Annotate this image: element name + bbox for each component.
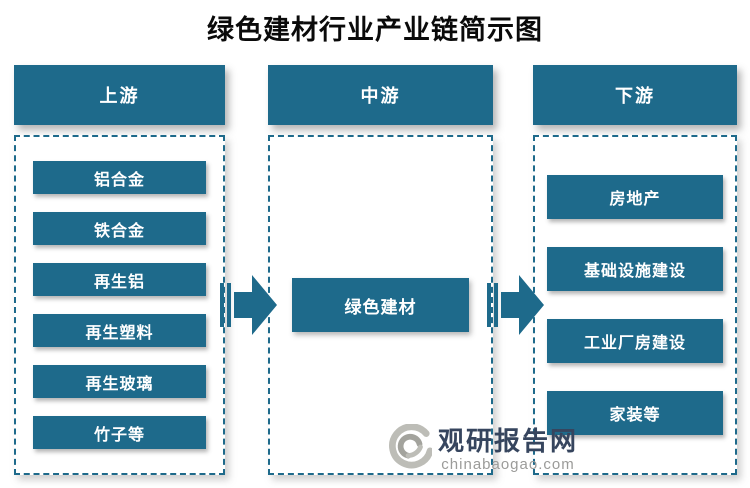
upstream-item-bamboo-etc: 竹子等 (33, 416, 206, 449)
arrow-upstream-to-midstream-icon (220, 273, 278, 337)
diagram-title: 绿色建材行业产业链简示图 (207, 14, 543, 45)
downstream-item-infrastructure: 基础设施建设 (547, 247, 723, 291)
upstream-item-recycled-plastic: 再生塑料 (33, 314, 206, 347)
downstream-container: 房地产 基础设施建设 工业厂房建设 家装等 (533, 135, 737, 475)
watermark-brand-name: 观研报告网 (438, 425, 579, 456)
downstream-items: 房地产 基础设施建设 工业厂房建设 家装等 (535, 137, 735, 473)
downstream-header: 下游 (533, 65, 737, 125)
midstream-container: 绿色建材 (268, 135, 493, 475)
upstream-container: 铝合金 铁合金 再生铝 再生塑料 再生玻璃 竹子等 (14, 135, 225, 475)
midstream-item-green-building-materials: 绿色建材 (292, 278, 469, 332)
upstream-item-ferroalloy: 铁合金 (33, 212, 206, 245)
upstream-item-recycled-glass: 再生玻璃 (33, 365, 206, 398)
upstream-header: 上游 (14, 65, 225, 125)
downstream-item-industrial-plants: 工业厂房建设 (547, 319, 723, 363)
upstream-item-recycled-aluminum: 再生铝 (33, 263, 206, 296)
midstream-header: 中游 (268, 65, 493, 125)
downstream-item-home-decoration: 家装等 (547, 391, 723, 435)
watermark-site-url: chinabaogao.com (441, 455, 575, 473)
arrow-midstream-to-downstream-icon (487, 273, 545, 337)
upstream-item-aluminum-alloy: 铝合金 (33, 161, 206, 194)
downstream-item-real-estate: 房地产 (547, 175, 723, 219)
upstream-items: 铝合金 铁合金 再生铝 再生塑料 再生玻璃 竹子等 (16, 137, 223, 473)
watermark: 观研报告网 chinabaogao.com (386, 423, 579, 475)
brand-swirl-icon (386, 423, 434, 475)
